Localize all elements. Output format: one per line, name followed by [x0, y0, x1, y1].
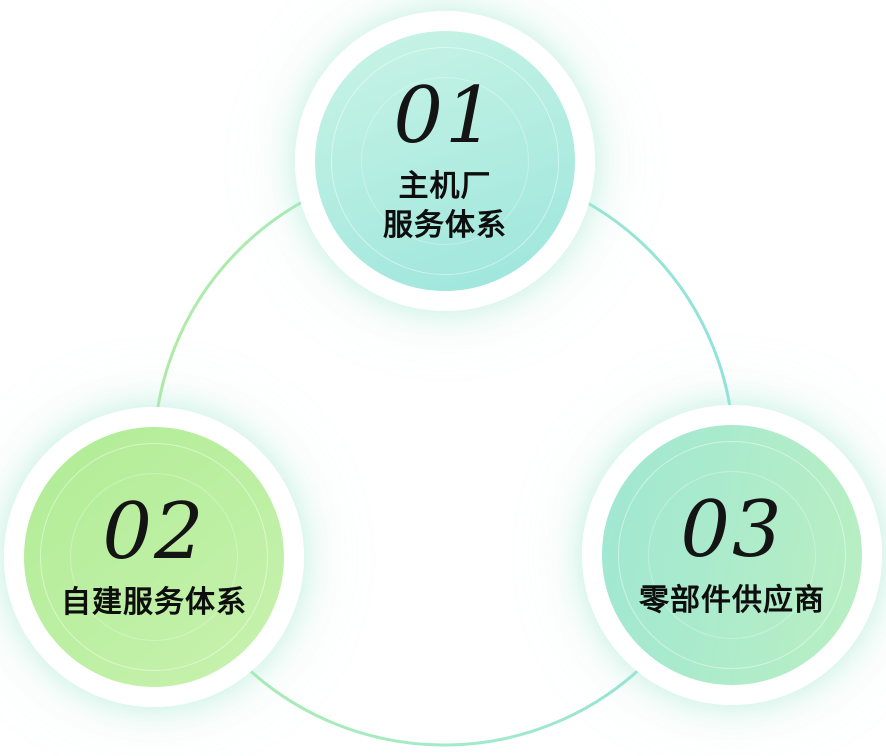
- node-03-parts-supplier: 03 零部件供应商: [582, 405, 882, 705]
- node-label: 主机厂 服务体系: [383, 167, 507, 245]
- node-content: 03 零部件供应商: [639, 491, 825, 620]
- node-label-line: 主机厂: [398, 170, 492, 203]
- node-number: 03: [680, 484, 784, 575]
- node-label-line: 零部件供应商: [639, 583, 825, 617]
- node-number: 02: [102, 486, 206, 577]
- node-content: 01 主机厂 服务体系: [383, 77, 507, 245]
- node-number: 01: [393, 71, 497, 161]
- node-01-oem-service-system: 01 主机厂 服务体系: [295, 11, 595, 311]
- node-label-line: 自建服务体系: [61, 585, 247, 619]
- node-02-self-built-service-system: 02 自建服务体系: [4, 407, 304, 707]
- node-content: 02 自建服务体系: [61, 493, 247, 622]
- node-label: 自建服务体系: [61, 583, 247, 622]
- node-label: 零部件供应商: [639, 581, 825, 620]
- node-label-line: 服务体系: [383, 209, 507, 242]
